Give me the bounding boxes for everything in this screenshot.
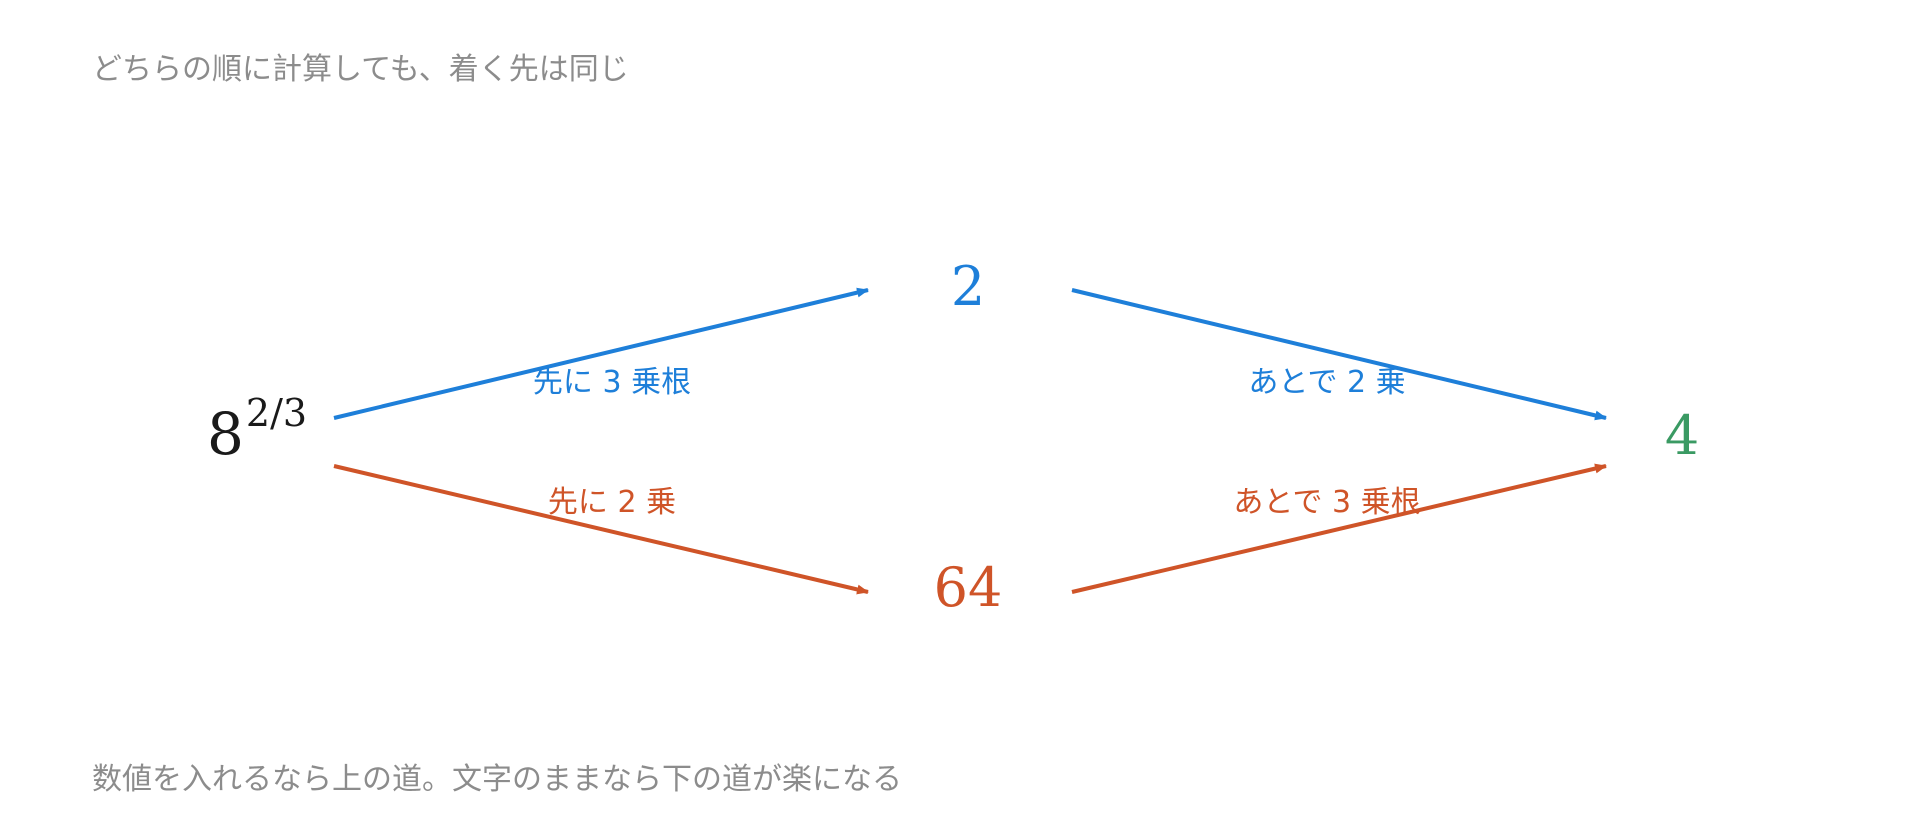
edge-label-upper-second: あとで 2 乗	[1248, 365, 1405, 400]
arrow-upper-mid-to-end	[1071, 288, 1607, 421]
end-node: 4	[1665, 404, 1699, 467]
edge-label-lower-first: 先に 2 乗	[548, 485, 676, 520]
arrow-start-to-upper-mid	[333, 287, 869, 420]
caption-top: どちらの順に計算しても、着く先は同じ	[92, 52, 629, 87]
lower-mid-node: 64	[934, 556, 1003, 619]
arrow-start-to-lower-mid	[333, 464, 869, 595]
start-exponent: 2/3	[246, 391, 307, 435]
start-base: 8	[207, 400, 244, 468]
start-node: 82/3	[207, 391, 307, 468]
edge-label-upper-first: 先に 3 乗根	[533, 365, 691, 400]
edge-label-lower-second: あとで 3 乗根	[1233, 485, 1420, 520]
caption-bottom: 数値を入れるなら上の道。文字のままなら下の道が楽になる	[92, 762, 902, 797]
arrow-lower-mid-to-end	[1071, 463, 1607, 594]
upper-mid-node: 2	[951, 255, 985, 318]
